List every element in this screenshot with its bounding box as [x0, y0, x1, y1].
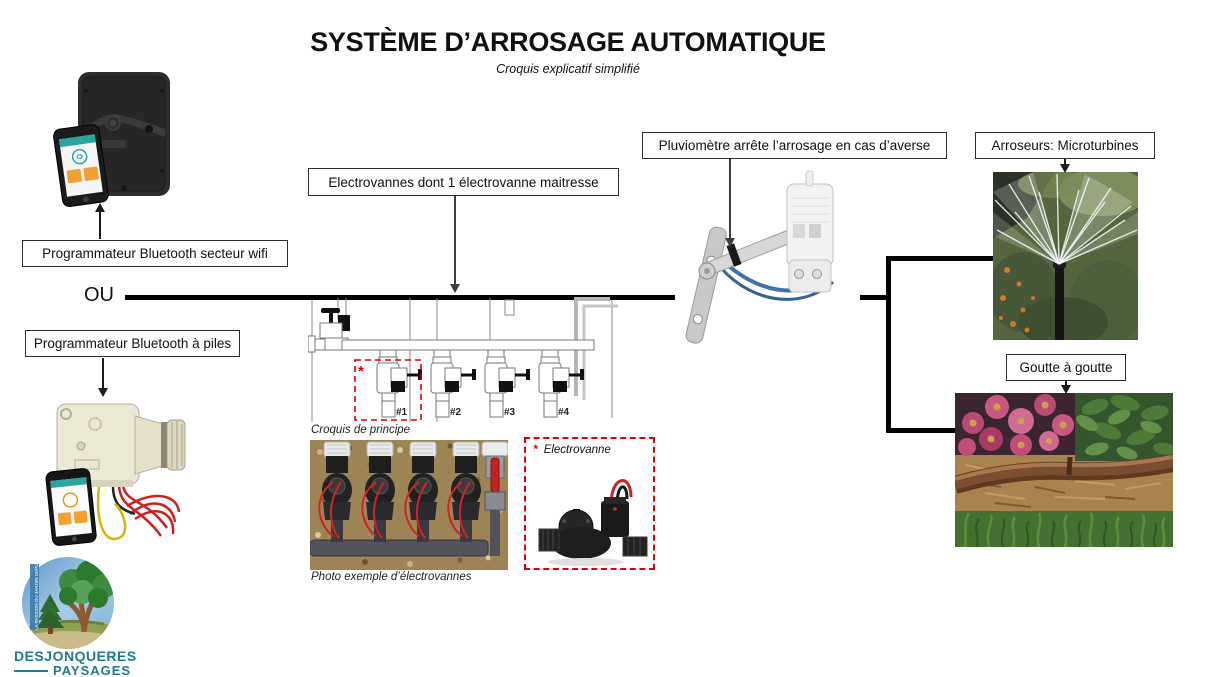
callout-label: Programmateur Bluetooth secteur wifi [42, 246, 268, 261]
callout-pluviometre: Pluviomètre arrête l’arrosage en cas d’a… [642, 132, 947, 159]
ball-valve [481, 441, 508, 556]
microturbine-photo [993, 172, 1138, 340]
rain-sensor-photo [675, 168, 860, 346]
electrovannes-photo [310, 440, 508, 570]
arrow-up-icon [95, 203, 105, 212]
page-title: SYSTÈME D’ARROSAGE AUTOMATIQUE [310, 27, 826, 57]
arrow-down-icon [1060, 164, 1070, 173]
electrovanne-photo [538, 479, 648, 566]
valve-schematic-drawing: #1 #2 #3 #4 * [308, 297, 618, 422]
electrovanne-label: Electrovanne [543, 444, 611, 456]
photo-electrovannes-caption: Photo exemple d’électrovannes [311, 571, 472, 583]
callout-electrovannes: Electrovannes dont 1 électrovanne maitre… [308, 168, 619, 196]
electrovanne-callout-box: * Electrovanne [524, 437, 655, 570]
valve-number: #2 [450, 407, 462, 418]
logo-name-line1: DESJONQUERES [14, 648, 137, 664]
page-subtitle: Croquis explicatif simplifié [496, 62, 640, 76]
arrow-down-icon [1061, 385, 1071, 394]
arrow-shaft [729, 159, 731, 239]
company-logo: LA PASSION DU JARDIN DEPUIS 1983 [22, 556, 114, 649]
main-line [125, 295, 891, 300]
logo-dash [14, 669, 48, 672]
asterisk-marker: * [533, 444, 538, 456]
arrow-shaft [1064, 159, 1066, 166]
valve-number: #4 [558, 407, 570, 418]
arrow-down-icon [450, 284, 460, 293]
arrow-down-icon [725, 238, 735, 247]
battery-controller-photo [45, 403, 186, 546]
callout-label: Programmateur Bluetooth à piles [33, 336, 232, 351]
callout-arroseurs: Arroseurs: Microturbines [975, 132, 1155, 159]
callout-programmateur-piles: Programmateur Bluetooth à piles [25, 330, 240, 357]
valve-number: #1 [396, 407, 408, 418]
croquis-caption: Croquis de principe [311, 424, 411, 436]
valve-number: #3 [504, 407, 516, 418]
callout-label: Pluviomètre arrête l’arrosage en cas d’a… [658, 138, 931, 153]
logo-name-line2-text: PAYSAGES [53, 663, 132, 677]
callout-label: Arroseurs: Microturbines [991, 138, 1139, 153]
arrow-shaft [102, 358, 104, 388]
master-valve-highlight [354, 359, 422, 421]
callout-programmateur-wifi: Programmateur Bluetooth secteur wifi [22, 240, 288, 267]
ou-label: OU [84, 284, 114, 306]
logo-tagline: LA PASSION DU JARDIN DEPUIS 1983 [34, 556, 39, 630]
callout-label: Goutte à goutte [1019, 360, 1113, 375]
drip-irrigation-photo [955, 393, 1173, 547]
callout-label: Electrovannes dont 1 électrovanne maitre… [328, 174, 599, 190]
branch-vertical-line [886, 256, 891, 433]
arrow-down-icon [98, 388, 108, 397]
callout-goutte: Goutte à goutte [1006, 354, 1126, 381]
wifi-controller-photo [53, 72, 170, 207]
arrow-shaft [1065, 381, 1067, 387]
arrow-shaft [454, 196, 456, 284]
smartphone-app [53, 124, 109, 207]
branch-top-line [886, 256, 993, 261]
asterisk-marker: * [358, 363, 364, 380]
arrow-shaft [99, 211, 101, 239]
logo-name-line2: PAYSAGES [14, 663, 131, 677]
smartphone-app [45, 468, 97, 546]
branch-bottom-line [886, 428, 956, 433]
